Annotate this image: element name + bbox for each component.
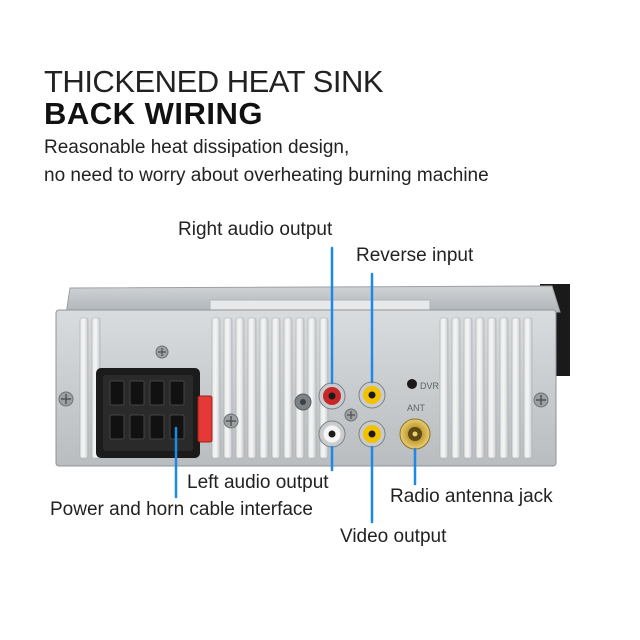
connector-pin [109,380,125,406]
heat-sink-fin [475,317,485,459]
heat-sink-fin [439,317,449,459]
connector-pin [169,380,185,406]
screw-center [223,413,239,429]
heat-sink-fin [79,317,89,459]
label-power-horn-interface: Power and horn cable interface [50,499,313,520]
ant-mark: ANT [407,403,426,413]
screw-left [58,391,74,407]
connector-pin [109,414,125,440]
dvr-mark: DVR [420,381,440,391]
ground-hole-inner [300,399,306,405]
heat-sink-fin [511,317,521,459]
description-line-2: no need to worry about overheating burni… [44,165,489,186]
connector-pin [149,380,165,406]
heat-sink-fin [283,317,293,459]
heat-sink-fin [235,317,245,459]
rca-left-audio [318,420,346,448]
rca-right-audio [318,382,346,410]
heat-sink-fins [79,317,533,459]
heat-sink-fin [307,317,317,459]
label-right-audio-output: Right audio output [178,219,333,240]
heat-sink-fin [487,317,497,459]
connector-pin [129,414,145,440]
label-left-audio-output: Left audio output [187,472,329,493]
connector-pin [129,380,145,406]
rca-video-output [358,420,386,448]
subheadline: BACK WIRING [44,96,264,131]
label-radio-antenna-jack: Radio antenna jack [390,486,553,507]
screw-rca [344,408,358,422]
headline: THICKENED HEAT SINK [44,64,384,99]
iso-power-connector [96,368,213,458]
rca-reverse-input [358,381,386,409]
description-line-1: Reasonable heat dissipation design, [44,137,350,158]
description: Reasonable heat dissipation design, no n… [44,134,489,190]
heat-sink-fin [223,317,233,459]
screw-top-connector [155,345,169,359]
leader-lines [174,246,417,524]
heat-sink-fin [523,317,533,459]
label-video-output: Video output [340,526,447,547]
fuse [197,395,213,443]
heat-sink-fin [295,317,305,459]
label-reverse-input: Reverse input [356,245,474,266]
heat-sink-fin [463,317,473,459]
heat-sink-fin [271,317,281,459]
heat-sink-fin [259,317,269,459]
heat-sink-fin [451,317,461,459]
connector-pin [149,414,165,440]
screw-right [533,392,549,408]
antenna-jack [399,418,431,450]
heat-sink-fin [247,317,257,459]
heat-sink-fin [211,317,221,459]
dvr-port [407,379,417,389]
heat-sink-fin [499,317,509,459]
